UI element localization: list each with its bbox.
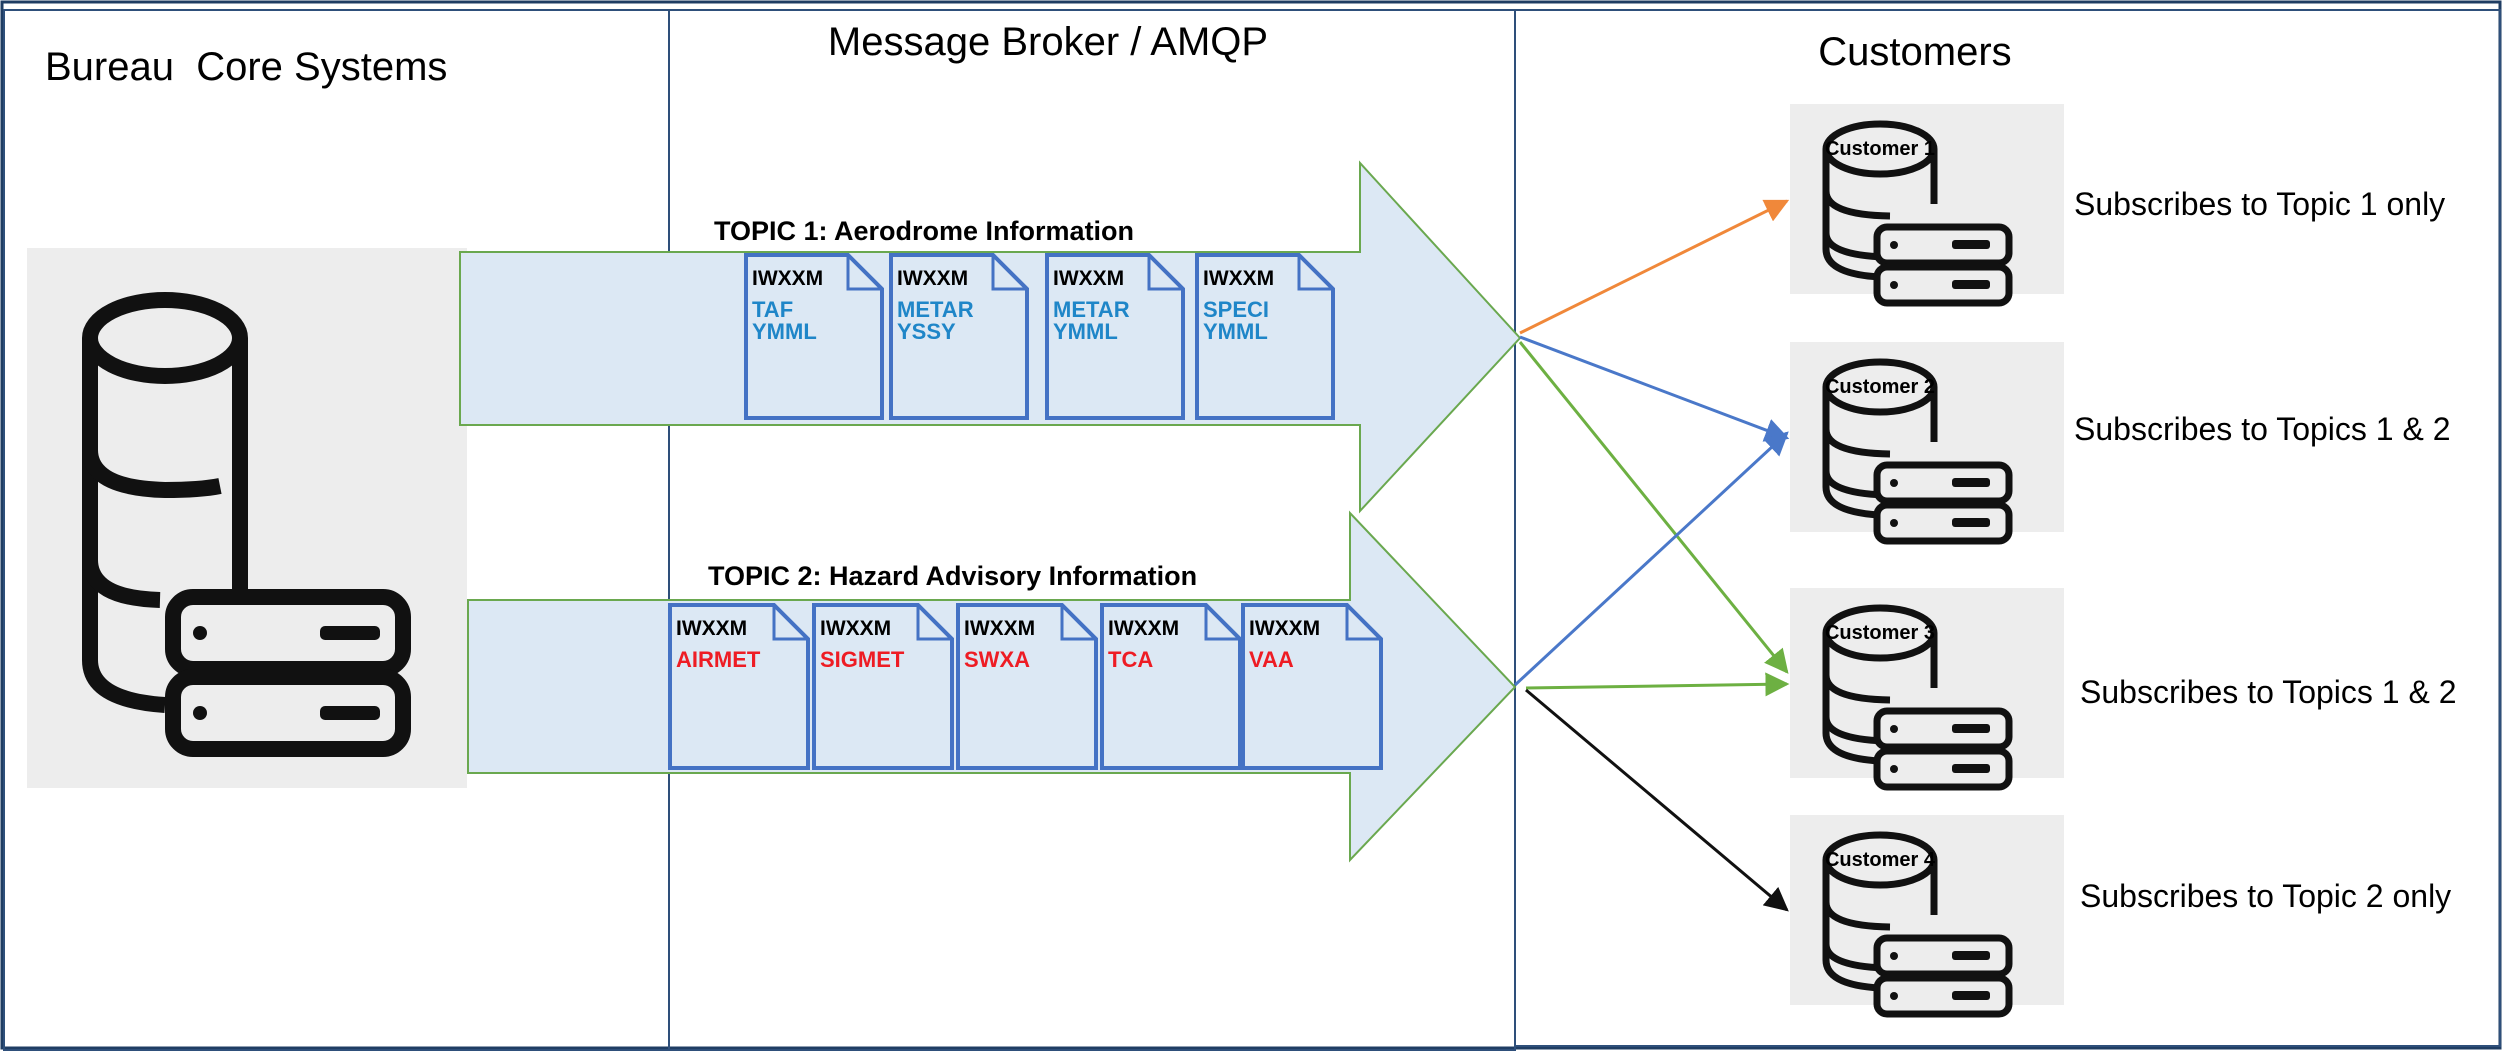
document-station: YMML [1203,319,1268,344]
document-shape [744,253,884,420]
document-shape [1100,603,1242,770]
customer-1: Customer 1 Subscribes to Topic 1 only [1790,104,2445,307]
document-type: TAF [752,297,793,322]
customer-2: Customer 2 Subscribes to Topics 1 & 2 [1790,342,2451,545]
iwxxm-document: IWXXM SIGMET [812,603,954,770]
document-station: YSSY [897,319,956,344]
document-shape [668,603,810,770]
document-shape [1241,603,1383,770]
bureau-header: Bureau Core Systems [45,45,447,89]
document-tag: IWXXM [1249,617,1320,640]
broker-panel [668,9,1516,1051]
iwxxm-document: IWXXM AIRMET [668,603,810,770]
customer-subscription: Subscribes to Topics 1 & 2 [2074,411,2451,447]
topic-2-documents: IWXXMAIRMETIWXXMSIGMETIWXXMSWXAIWXXMTCAI… [668,603,1383,770]
document-fold [1060,605,1096,641]
topic-1-title: TOPIC 1: Aerodrome Information [714,216,1134,246]
document-station: YMML [752,319,817,344]
customer-name: Customer 3 [1825,622,1935,644]
document-station: YMML [1053,319,1118,344]
document-tag: IWXXM [676,617,747,640]
document-tag: IWXXM [1108,617,1179,640]
broker-header: Message Broker / AMQP [828,20,1268,64]
document-fold [1297,255,1333,291]
document-shape [1195,253,1335,420]
customer-subscription: Subscribes to Topic 1 only [2074,186,2445,222]
customers-header: Customers [1818,30,2011,74]
document-fold [991,255,1027,291]
document-shape [1045,253,1185,420]
customer-database-icon [1822,120,2013,307]
document-type: SIGMET [820,647,905,672]
customer-subscription: Subscribes to Topics 1 & 2 [2080,674,2457,710]
bureau-database-icon [27,248,467,788]
customer-database-icon [1822,358,2013,545]
document-type: VAA [1249,647,1294,672]
customer-database-icon [1822,604,2013,791]
document-shape [812,603,954,770]
iwxxm-document: IWXXM VAA [1241,603,1383,770]
customer-4: Customer 4 Subscribes to Topic 2 only [1790,815,2451,1018]
topic-2-title: TOPIC 2: Hazard Advisory Information [708,561,1197,591]
customer-subscription: Subscribes to Topic 2 only [2080,878,2451,914]
connector-topic2-customer3 [1525,672,1790,697]
connector-topic1-customer1 [1519,199,1790,335]
customer-name: Customer 1 [1825,138,1935,160]
topic-1-documents: IWXXMTAFYMMLIWXXMMETARYSSYIWXXMMETARYMML… [744,253,1335,420]
document-fold [1345,605,1381,641]
connector-topic1-customer3 [1518,341,1789,674]
document-type: TCA [1108,647,1153,672]
document-tag: IWXXM [752,267,823,290]
document-shape [956,603,1098,770]
iwxxm-document: IWXXM SWXA [956,603,1098,770]
document-shape [889,253,1029,420]
iwxxm-document: IWXXM TCA [1100,603,1242,770]
customers-panel [1514,9,2501,1047]
customer-name: Customer 2 [1825,376,1935,398]
document-type: METAR [897,297,974,322]
document-tag: IWXXM [964,617,1035,640]
connector-topic2-customer4 [1525,688,1789,912]
customer-database-icon [1822,831,2013,1018]
customer-3: Customer 3 Subscribes to Topics 1 & 2 [1790,588,2457,791]
document-type: METAR [1053,297,1130,322]
document-tag: IWXXM [820,617,891,640]
document-fold [772,605,808,641]
connectors [1513,199,1790,912]
document-fold [846,255,882,291]
document-fold [1204,605,1240,641]
document-type: SPECI [1203,297,1269,322]
document-fold [916,605,952,641]
connector-topic2-customer2 [1513,431,1789,687]
document-type: AIRMET [676,647,761,672]
document-fold [1147,255,1183,291]
document-type: SWXA [964,647,1030,672]
document-tag: IWXXM [1203,267,1274,290]
customer-name: Customer 4 [1825,849,1936,871]
document-tag: IWXXM [897,267,968,290]
document-tag: IWXXM [1053,267,1124,290]
connector-topic1-customer2 [1519,335,1790,442]
